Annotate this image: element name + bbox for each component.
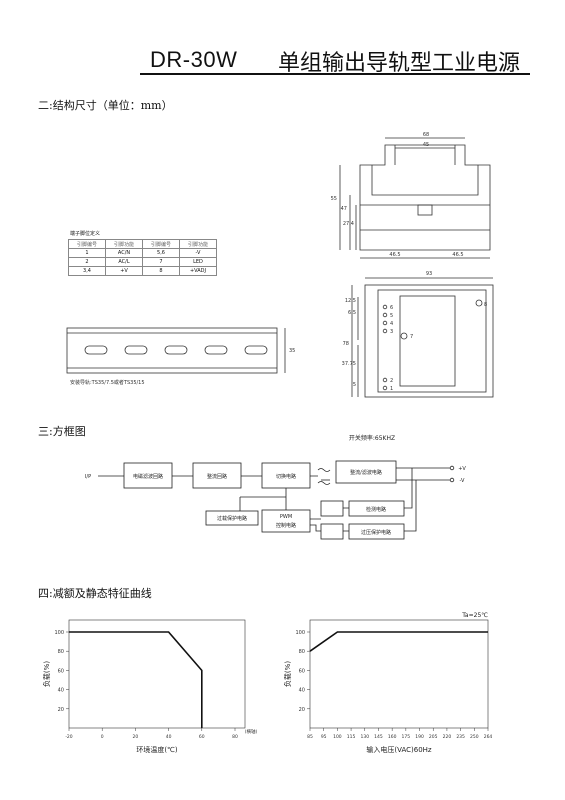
table-row: 3,4+V 8+VADJ <box>68 266 217 276</box>
product-title: 单组输出导轨型工业电源 <box>278 51 521 76</box>
block-emi-filter: 电磁滤波回路 <box>133 473 163 480</box>
x-tick-label: 80 <box>232 734 238 740</box>
dim-front-12: 12.5 <box>345 298 356 304</box>
side-view-drawing <box>339 137 491 259</box>
x-tick-label: 145 <box>374 734 383 740</box>
svg-text:4: 4 <box>390 321 393 327</box>
dim-front-37: 37.75 <box>342 361 356 367</box>
block-ovp: 过压保护电路 <box>361 529 391 536</box>
x-tick-label: 160 <box>388 734 397 740</box>
x-tick-label: 100 <box>333 734 342 740</box>
dim-front-5: 5 <box>353 382 356 388</box>
switch-frequency: 开关频率:65KHZ <box>349 434 395 442</box>
x-tick-label: 130 <box>360 734 369 740</box>
y-tick-label: 80 <box>58 649 64 655</box>
x-tick-label: 0 <box>101 734 104 740</box>
x-tick-label: 220 <box>443 734 452 740</box>
section-block-diagram: 三:方框图 <box>38 425 86 438</box>
adj-label: 8 <box>484 302 487 308</box>
y-axis-label: 负载(%) <box>283 661 292 687</box>
block-rectifier: 整流回路 <box>207 473 227 480</box>
y-tick-label: 60 <box>58 668 64 674</box>
y-tick-label: 40 <box>58 688 64 694</box>
x-tick-label: 205 <box>429 734 438 740</box>
x-unit-label: (横轴) <box>245 728 258 735</box>
plus-v-label: +V <box>458 466 466 472</box>
dimension-labels: 68 45 55 47 27.4 46.5 46.5 93 78 37.75 1… <box>70 132 487 392</box>
dim-top-68: 68 <box>423 132 429 138</box>
x-axis-label: 输入电压(VAC)60Hz <box>366 745 432 754</box>
y-axis-label: 负载(%) <box>42 661 51 687</box>
x-tick-label: 175 <box>402 734 411 740</box>
section-structure: 二:结构尺寸（单位：mm） <box>38 99 173 112</box>
dim-front-78: 78 <box>343 341 349 347</box>
y-tick-label: 100 <box>54 630 64 636</box>
block-switching: 切换电路 <box>276 473 296 480</box>
x-tick-label: 115 <box>347 734 356 740</box>
led-label: 7 <box>410 334 413 340</box>
x-tick-label: 250 <box>470 734 479 740</box>
x-axis-label: 环境温度(℃) <box>136 745 178 754</box>
dim-bottom-right: 46.5 <box>452 252 463 258</box>
block-pwm: PWM <box>280 514 292 520</box>
x-tick-label: 190 <box>415 734 424 740</box>
dim-side-55: 55 <box>331 196 337 202</box>
block-labels: 开关频率:65KHZ I/P 电磁滤波回路 整流回路 切换电路 整流/滤波电路 … <box>85 434 466 536</box>
chart-title: Ta=25℃ <box>461 612 488 619</box>
pin-table-caption: 端子脚位定义 <box>70 231 101 237</box>
section-derating: 四:减额及静态特征曲线 <box>38 587 152 600</box>
x-tick-label: 60 <box>199 734 205 740</box>
dim-front-93: 93 <box>426 271 432 277</box>
dim-bottom-left: 46.5 <box>389 252 400 258</box>
dim-front-6: 6.5 <box>348 310 356 316</box>
svg-text:5: 5 <box>390 313 393 319</box>
y-tick-label: 60 <box>299 668 305 674</box>
dim-side-27: 27.4 <box>343 221 354 227</box>
x-tick-label: 235 <box>456 734 465 740</box>
series-line <box>69 631 203 728</box>
rail-note: 安装导轨:TS35/7.5或者TS35/15 <box>70 379 145 386</box>
svg-text:1: 1 <box>390 386 393 392</box>
y-tick-label: 20 <box>58 707 64 713</box>
x-tick-label: 95 <box>321 734 327 740</box>
terminal-screws <box>382 304 388 391</box>
rail-height: 35 <box>289 348 295 354</box>
x-tick-label: 40 <box>166 734 172 740</box>
svg-text:3: 3 <box>390 329 393 335</box>
series-line <box>309 631 488 652</box>
chart-frame <box>309 619 489 729</box>
x-tick-label: 264 <box>484 734 493 740</box>
y-tick-label: 100 <box>295 630 305 636</box>
din-rail-drawing <box>66 327 286 374</box>
block-detect: 检测电路 <box>366 506 386 513</box>
y-tick-label: 20 <box>299 707 305 713</box>
dim-top-45: 45 <box>423 142 429 148</box>
block-diagram <box>98 460 455 540</box>
block-overload: 过载保护电路 <box>217 515 247 522</box>
minus-v-label: -V <box>460 478 466 484</box>
block-rect-filter: 整流/滤波电路 <box>350 469 382 476</box>
ip-label: I/P <box>85 474 91 480</box>
model-title: DR-30W <box>150 47 238 72</box>
title-underline <box>140 73 530 75</box>
y-tick-label: 80 <box>299 649 305 655</box>
y-tick-label: 40 <box>299 688 305 694</box>
x-tick-label: 85 <box>307 734 313 740</box>
x-tick-label: 20 <box>133 734 139 740</box>
dim-side-47: 47 <box>341 206 347 212</box>
block-control: 控制电路 <box>276 522 296 529</box>
chart-frame <box>68 619 246 729</box>
x-tick-label: -20 <box>65 734 72 740</box>
front-view-drawing <box>351 277 494 398</box>
svg-text:6: 6 <box>390 305 393 311</box>
svg-text:2: 2 <box>390 378 393 384</box>
